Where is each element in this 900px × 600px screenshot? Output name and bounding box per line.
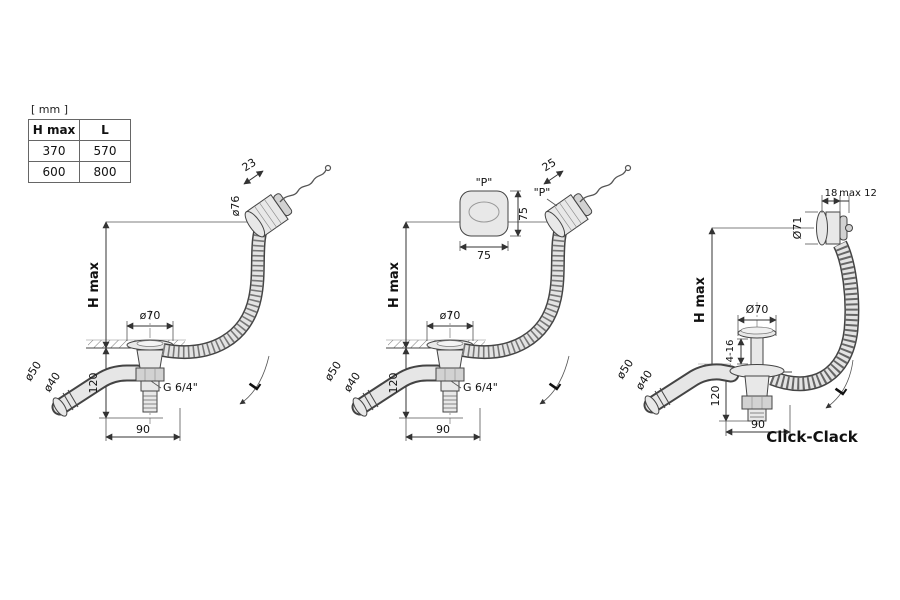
dim-label-dia40: ø40 (41, 370, 63, 394)
dim-label-travel: 4-16 (725, 340, 736, 363)
dim-label-25: 25 (540, 156, 559, 175)
dim-label-120: 120 (87, 373, 100, 394)
table-cell: 800 (79, 161, 131, 183)
dimension-table: H max L 370 570 600 800 (28, 119, 131, 183)
dim-head-lines (805, 195, 850, 245)
dim-label-length: L (833, 382, 851, 399)
dim-label-dia40: ø40 (341, 370, 363, 394)
dim-label-23: 23 (240, 156, 259, 175)
dim-label-dia70: ø70 (140, 309, 161, 322)
dim-travel-lines (737, 338, 748, 365)
dim-head-depth-line (243, 170, 264, 185)
dim-label-max12: max 12 (839, 188, 877, 199)
head-p-label: "P" (534, 186, 551, 199)
dim-90-lines (105, 408, 181, 441)
dim-label-120: 120 (387, 373, 400, 394)
dim-dia70-lines (126, 321, 174, 341)
drain-assembly (126, 339, 174, 413)
dim-label-hmax: H max (387, 261, 402, 308)
overflow-head (816, 210, 853, 246)
hose-length-leader (239, 355, 270, 405)
clickclack-label: Click-Clack (766, 428, 859, 446)
dim-label-dia70: ø70 (440, 309, 461, 322)
dim-90-lines (725, 405, 791, 436)
hose (772, 244, 852, 384)
dim-label-length: L (547, 377, 565, 394)
thread-label: G 6/4" (463, 381, 498, 394)
dim-label-hmax: H max (693, 276, 708, 323)
plug-chain (279, 164, 332, 203)
p-knob (459, 190, 509, 237)
drawing-3: H max Ø70 4-16 120 90 ø50 ø40 18 max 12 … (614, 188, 877, 446)
dim-label-dia40: ø40 (633, 368, 655, 392)
flexible-hose (163, 221, 264, 352)
dim-label-120: 120 (709, 386, 722, 407)
dim-label-dia50: ø50 (322, 359, 344, 383)
dim-label-75-width: 75 (477, 249, 491, 262)
thread-label: G 6/4" (163, 381, 198, 394)
table-row: 600 800 (28, 161, 131, 183)
drawing-1: H max 120 90 ø70 G 6/4" ø50 ø40 23 ø76 L (22, 156, 332, 441)
dim-knob-width-lines (459, 241, 509, 251)
dim-label-90: 90 (751, 418, 765, 431)
knob-label: "P" (476, 176, 493, 189)
dim-label-75-height: 75 (517, 207, 530, 221)
dim-label-90: 90 (136, 423, 150, 436)
dim-label-dia71: Ø71 (791, 217, 804, 240)
clickclack-drain-assembly (729, 326, 785, 422)
drawing-2: H max 120 90 ø70 G 6/4" ø50 ø40 25 L "P"… (322, 156, 632, 441)
unit-label: [ mm ] (31, 103, 69, 116)
table-cell: 600 (28, 161, 80, 183)
overflow-elbow (51, 364, 146, 417)
overflow-head (244, 193, 293, 238)
dim-label-18: 18 (825, 188, 838, 199)
dim-label-dia50: ø50 (614, 357, 636, 381)
dim-hmax-lines (102, 221, 252, 349)
dim-label-dia76: ø76 (229, 196, 242, 217)
thread-leader (150, 380, 162, 389)
dim-hmax-lines (708, 227, 814, 373)
overflow-elbow (643, 363, 740, 415)
hose-length-leader (825, 359, 854, 409)
dim-label-hmax: H max (87, 261, 102, 308)
dim-knob-height-lines (510, 190, 522, 237)
dim-label-dia50: ø50 (22, 359, 44, 383)
dim-label-length: L (247, 377, 265, 394)
dim-label-90: 90 (436, 423, 450, 436)
dim-label-dia70: Ø70 (746, 303, 769, 316)
p-head-leader (546, 198, 558, 207)
